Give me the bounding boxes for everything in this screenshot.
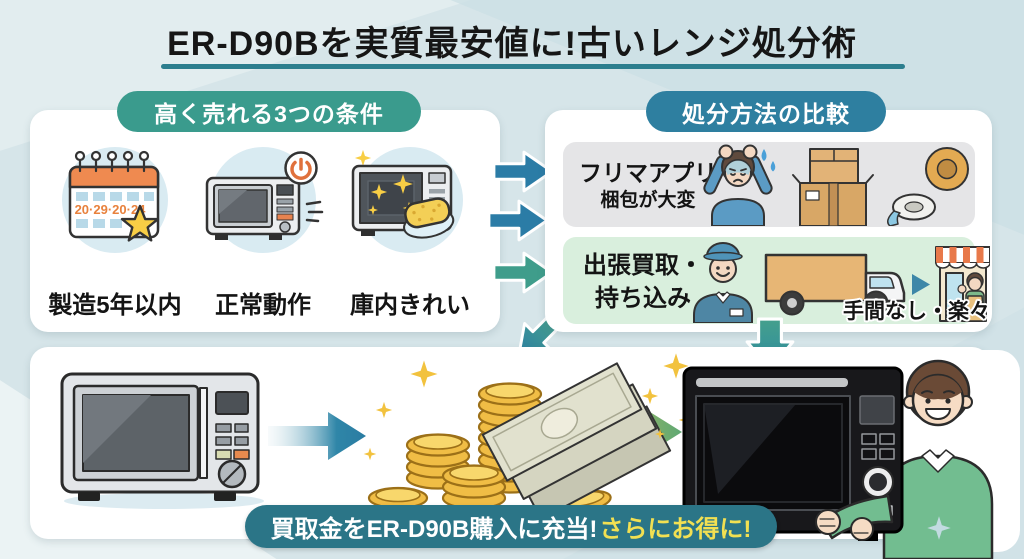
- old-microwave-icon: [60, 372, 264, 509]
- condition-icon-circle: [351, 147, 463, 253]
- comparison-header-badge: 処分方法の比較: [646, 91, 886, 132]
- arrow-right-fade-icon: [268, 412, 366, 460]
- condition-label: 製造5年以内: [48, 292, 182, 319]
- condition-clean: 庫内きれい: [335, 147, 485, 320]
- option-name: フリマアプリ: [579, 160, 717, 186]
- truck-icon: [764, 253, 906, 316]
- delivery-worker-icon: [693, 242, 753, 323]
- microwave-sponge-icon: [351, 149, 455, 239]
- banner-main-text: 買取金をER-D90B購入に充当!: [270, 516, 598, 543]
- condition-icon-circle: [205, 147, 324, 253]
- background-sparkle-icon: [927, 516, 951, 540]
- arrow-right-icon: [492, 150, 554, 193]
- calendar-dates-text: 20·29·20·24: [75, 202, 147, 217]
- title-underline: [161, 64, 905, 69]
- shop-icon: [935, 246, 990, 322]
- arrow-right-icon: [492, 251, 554, 294]
- option-name-line2: 持ち込み: [595, 285, 691, 312]
- coins-icon: [363, 360, 612, 515]
- comparison-header-label: 処分方法の比較: [682, 100, 850, 127]
- banner-highlight-text: さらにお得に!: [599, 516, 752, 543]
- condition-icon-circle: 20·29·20·24: [62, 147, 168, 253]
- conditions-header-label: 高く売れる3つの条件: [154, 100, 384, 127]
- pickup-illustration: [693, 242, 990, 323]
- banner-badge: 買取金をER-D90B購入に充当! さらにお得に!: [245, 505, 777, 548]
- condition-working: 正常動作: [188, 147, 338, 320]
- page-title: ER-D90Bを実質最安値に!古いレンジ処分術: [167, 25, 857, 63]
- option-note: 梱包が大変: [600, 190, 696, 211]
- option-flea-market-text: フリマアプリ 梱包が大変: [568, 158, 728, 214]
- arrow-right-icon: [487, 199, 549, 242]
- calendar-star-icon: 20·29·20·24: [68, 150, 160, 242]
- condition-label: 庫内きれい: [350, 292, 470, 319]
- stressed-man-icon: [703, 144, 776, 226]
- banknotes-icon: [481, 362, 672, 521]
- condition-manufacture: 20·29·20·24 製造5年以内: [40, 147, 190, 320]
- option-pickup-text: 出張買取・ 持ち込み: [568, 249, 718, 315]
- flea-market-illustration: [703, 144, 969, 226]
- cardboard-boxes-icon: [792, 148, 874, 226]
- man-hands: [815, 509, 874, 541]
- microwave-power-icon: [205, 151, 324, 240]
- packing-tape-icon: [887, 147, 969, 226]
- pickup-result-label: 手間なし・楽々: [843, 300, 990, 323]
- arrow-right-small-icon: [912, 274, 930, 295]
- conditions-header-badge: 高く売れる3つの条件: [117, 91, 421, 132]
- happy-man-icon: [882, 359, 994, 559]
- option-name-line1: 出張買取・: [583, 252, 703, 279]
- condition-label: 正常動作: [215, 292, 311, 319]
